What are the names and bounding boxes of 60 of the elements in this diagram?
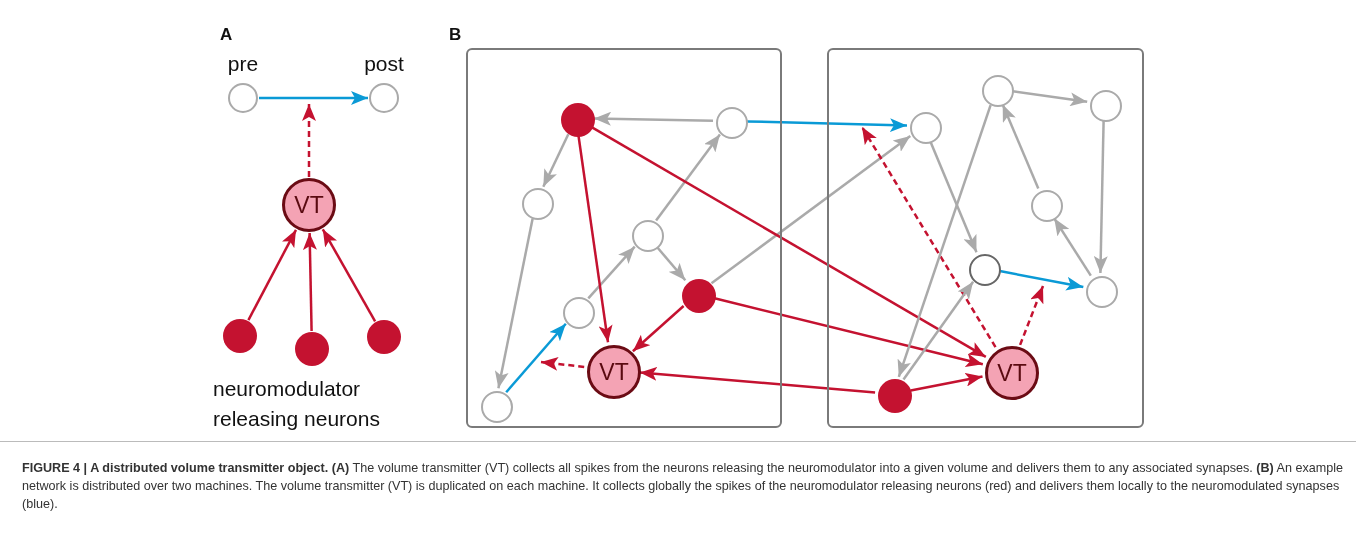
- machine-box: [827, 48, 1144, 428]
- arrow: [656, 246, 687, 282]
- vt-label: VT: [997, 361, 1027, 385]
- arrow: [710, 135, 912, 285]
- dashed-arrow: [1018, 285, 1045, 346]
- arrow: [577, 135, 613, 343]
- figure-caption: FIGURE 4 | A distributed volume transmitter object. (A) The volume transmitter (VT) collects all spikes from the neurons releasing the neuromodulator into a given volume and delivers them to any associated synapses. (B) An example network is distributed over two machines. The volume transmitter (VT) is duplicated on each machine. It collects globally the spikes of the neuromodulator releasing neurons (red) and delivers them locally to the neuromodulated synapses (blue).: [22, 460, 1344, 513]
- arrow: [746, 118, 908, 133]
- arrow: [1093, 120, 1108, 274]
- arrow: [593, 111, 714, 126]
- dashed-arrow: [302, 104, 316, 177]
- vt-label: VT: [294, 193, 324, 217]
- neuromodulator-neuron-circle: [682, 279, 716, 313]
- neuromodulator-neuron-circle: [367, 320, 401, 354]
- panel-letter: B: [449, 25, 463, 45]
- arrow: [897, 104, 992, 378]
- neuron-circle: [716, 107, 748, 139]
- neuron-circle: [969, 254, 1001, 286]
- panel-letter: A: [220, 25, 234, 45]
- neuron-circle: [1086, 276, 1118, 308]
- group-label: neuromodulator releasing neurons: [213, 376, 381, 432]
- arrow: [639, 366, 876, 394]
- arrow: [321, 228, 377, 322]
- arrow: [587, 245, 636, 300]
- neuron-circle: [632, 220, 664, 252]
- arrow: [1001, 104, 1040, 189]
- dashed-arrow: [540, 356, 585, 371]
- vt-label: VT: [599, 360, 629, 384]
- arrow: [302, 232, 317, 332]
- neuron-circle: [481, 391, 513, 423]
- arrow: [655, 133, 721, 222]
- arrow: [929, 141, 978, 253]
- volume-transmitter-circle: [587, 345, 641, 399]
- neuron-circle: [522, 188, 554, 220]
- arrow: [1012, 90, 1088, 107]
- dashed-arrow: [860, 126, 997, 348]
- neuron-label: post: [364, 51, 404, 77]
- arrow: [542, 133, 570, 188]
- arrow: [494, 218, 534, 389]
- neuromodulator-neuron-circle: [295, 332, 329, 366]
- arrow: [259, 91, 368, 105]
- volume-transmitter-circle: [282, 178, 336, 232]
- arrow: [1053, 217, 1092, 277]
- arrow: [505, 323, 567, 393]
- volume-transmitter-circle: [985, 346, 1039, 400]
- neuromodulator-neuron-circle: [561, 103, 595, 137]
- arrow: [999, 269, 1084, 291]
- neuron-circle: [1090, 90, 1122, 122]
- arrow: [902, 281, 975, 381]
- arrow: [247, 229, 298, 321]
- neuron-circle: [563, 297, 595, 329]
- neuron-circle: [910, 112, 942, 144]
- neuromodulator-neuron-circle: [878, 379, 912, 413]
- neuron-label: pre: [227, 51, 259, 77]
- machine-box: [466, 48, 782, 428]
- arrow: [910, 372, 983, 392]
- neuron-circle: [982, 75, 1014, 107]
- arrow: [714, 297, 984, 368]
- neuromodulator-neuron-circle: [223, 319, 257, 353]
- neuron-circle: [1031, 190, 1063, 222]
